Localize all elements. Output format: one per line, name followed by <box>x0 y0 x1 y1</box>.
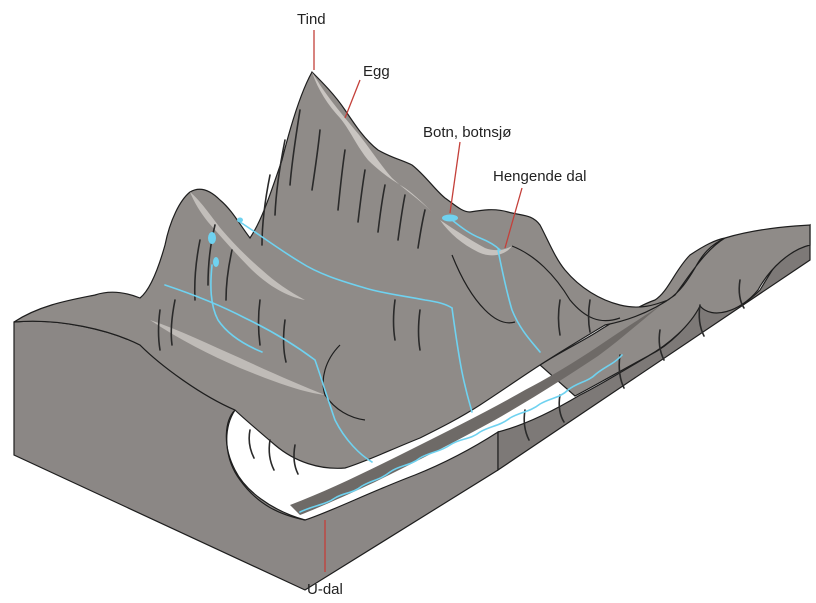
cirque-lake <box>442 214 458 222</box>
mountain-mass <box>13 71 726 469</box>
egg-leader <box>344 79 361 119</box>
small-lake-3 <box>237 217 243 223</box>
left-stream <box>210 264 263 353</box>
small-lake-2 <box>213 257 219 267</box>
cirque-stream <box>451 219 501 251</box>
label-tind: Tind <box>297 11 326 28</box>
hanging-valley-edge <box>451 254 516 324</box>
side-valley-stream-3 <box>164 284 373 463</box>
label-botn: Botn, botnsjø <box>423 124 511 141</box>
cirque-edge-upper <box>511 245 621 322</box>
hanging-valley-stream <box>497 249 541 353</box>
valley-floor <box>290 306 660 515</box>
hengende-dal-leader <box>504 187 523 249</box>
label-egg: Egg <box>363 63 390 80</box>
side-valley-stream-1 <box>239 221 453 309</box>
cirque-edge-main <box>226 409 306 521</box>
label-u-dal: U-dal <box>307 581 343 598</box>
rock-crevices <box>157 109 745 475</box>
main-river <box>299 354 623 513</box>
botn-leader <box>449 141 461 214</box>
label-hengende-dal: Hengende dal <box>493 168 586 185</box>
small-lake-1 <box>208 232 216 244</box>
cirque-highlight <box>440 220 512 256</box>
side-valley-edge <box>322 344 366 421</box>
ridge-highlight-front <box>150 320 325 395</box>
side-valley-stream-2 <box>451 307 473 413</box>
